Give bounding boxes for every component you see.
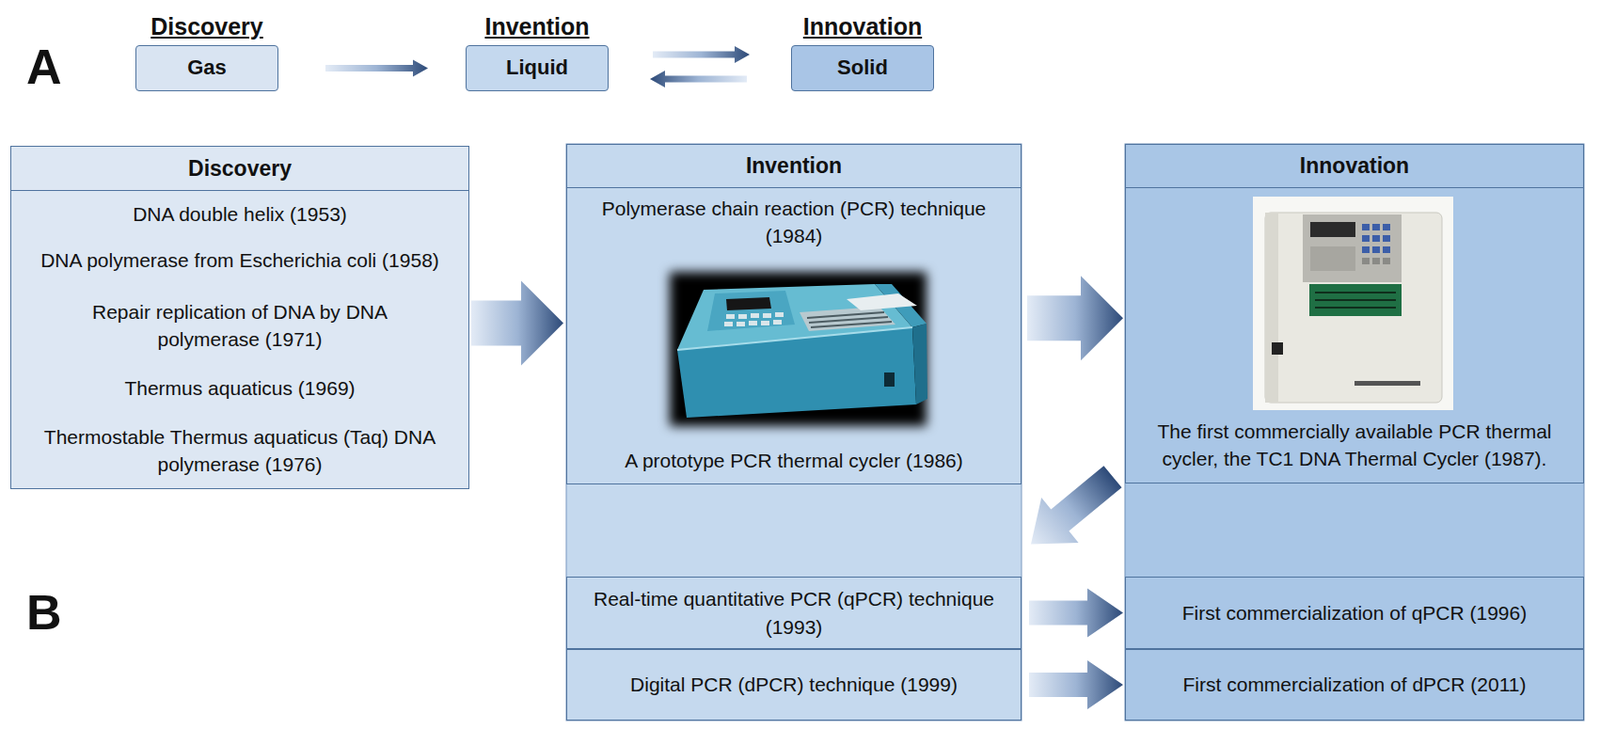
item-text: First commercialization of dPCR (2011) (1147, 670, 1562, 698)
section-panel: InnovationThe first commercially availab… (1124, 143, 1585, 484)
control-panel (707, 290, 795, 332)
item-text: DNA polymerase from Escherichia coli (19… (19, 246, 460, 274)
method-box: Real-time quantitative PCR (qPCR) techni… (566, 576, 1022, 650)
item-text: Repair replication of DNA by DNA polymer… (70, 298, 410, 354)
item-text: Thermostable Thermus aquaticus (Taq) DNA… (19, 423, 460, 479)
stage-box: InventionLiquid (465, 45, 609, 92)
item-text: First commercialization of qPCR (1996) (1147, 599, 1562, 627)
flow-arrow (1029, 660, 1124, 710)
photo-backdrop (669, 271, 927, 427)
flow-arrow (325, 60, 428, 78)
flow-arrow (1030, 465, 1123, 544)
flow-arrow (652, 46, 750, 64)
stage-box: InnovationSolid (791, 45, 935, 92)
block-wells (1314, 292, 1396, 308)
power-switch (1271, 342, 1284, 355)
display (726, 297, 772, 311)
cycler-body (1265, 212, 1442, 403)
console-plate (1310, 246, 1356, 271)
stage-label: Liquid (466, 55, 608, 80)
flow-arrow (471, 280, 564, 365)
sample-block (799, 306, 896, 332)
control-console (1302, 214, 1402, 283)
keypad (1362, 223, 1391, 265)
photo-backdrop (1252, 196, 1454, 411)
item-text: Digital PCR (dPCR) technique (1999) (586, 670, 1001, 698)
flow-arrow (1027, 275, 1124, 361)
section-panel: DiscoveryDNA double helix (1953) DNA poly… (10, 145, 470, 490)
item-text: DNA double helix (1953) (19, 200, 460, 228)
prototype-cycler-illustration (669, 271, 928, 427)
item-text: Polymerase chain reaction (PCR) techniqu… (586, 194, 1001, 251)
panel-heading: Innovation (1125, 144, 1584, 189)
stage-heading: Discovery (136, 12, 278, 41)
item-text: A prototype PCR thermal cycler (1986) (575, 446, 1013, 475)
stage-box: DiscoveryGas (135, 45, 279, 92)
lid-strip (846, 293, 918, 311)
display (1310, 221, 1356, 238)
invention-column (566, 143, 1022, 721)
panel-heading: Discovery (11, 146, 469, 191)
cycler-front (677, 327, 917, 418)
stage-heading: Innovation (792, 12, 934, 41)
flow-arrow (649, 70, 747, 88)
cycler-edge (677, 327, 913, 350)
method-box: First commercialization of dPCR (2011) (1124, 649, 1585, 721)
power-switch (884, 372, 895, 387)
item-text: The first commercially available PCR the… (1134, 417, 1575, 474)
stage-label: Gas (136, 55, 278, 80)
panel-heading: Invention (567, 144, 1021, 189)
cycler-front-side (912, 323, 928, 405)
keypad (724, 312, 784, 327)
section-panel: InventionPolymerase chain reaction (PCR)… (566, 143, 1022, 485)
innovation-column (1124, 143, 1585, 721)
sample-block (1309, 284, 1402, 317)
item-text: Thermus aquaticus (1969) (19, 374, 460, 402)
method-box: First commercialization of qPCR (1996) (1124, 576, 1585, 650)
item-text: Real-time quantitative PCR (qPCR) techni… (586, 585, 1001, 641)
body-shading (1265, 212, 1279, 403)
name-plate (1354, 380, 1421, 386)
panel-letter: B (26, 583, 63, 642)
stage-heading: Invention (466, 12, 608, 41)
flow-arrow (1029, 588, 1124, 638)
panel-letter: A (26, 37, 63, 96)
method-box: Digital PCR (dPCR) technique (1999) (566, 649, 1022, 721)
tube-slots (807, 312, 892, 328)
stage-label: Solid (792, 55, 934, 80)
tc1-cycler-illustration (1252, 196, 1454, 411)
